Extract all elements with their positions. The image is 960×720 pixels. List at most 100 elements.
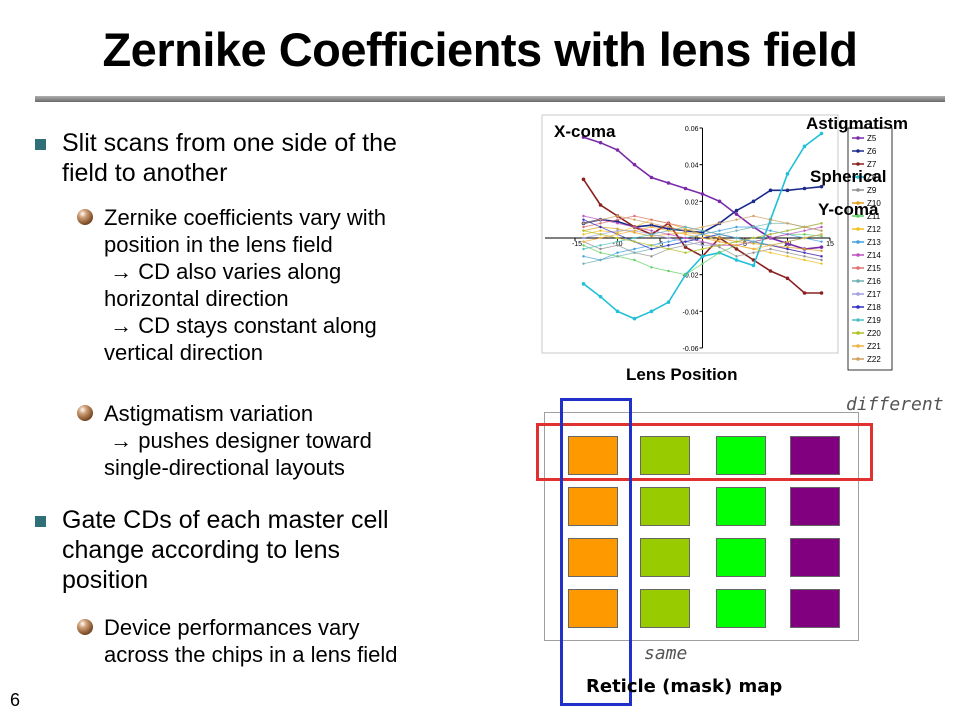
label-spherical: Spherical: [810, 167, 887, 186]
data-point: [752, 236, 755, 240]
data-point: [684, 227, 687, 231]
row-highlight-box: [536, 423, 873, 481]
data-point: [819, 184, 824, 189]
data-point: [599, 229, 602, 232]
legend-marker: [856, 318, 860, 322]
bullet-square-icon: [35, 139, 46, 150]
data-point: [819, 131, 824, 136]
data-point: [616, 236, 619, 240]
legend-marker: [856, 162, 860, 166]
data-point: [633, 247, 636, 251]
data-point: [752, 225, 755, 229]
reticle-cell: [640, 589, 690, 628]
data-point: [650, 266, 653, 269]
subbullet-line: horizontal direction: [104, 286, 289, 311]
data-point: [701, 236, 704, 240]
legend-marker: [856, 279, 860, 283]
data-point: [769, 251, 772, 254]
legend-marker: [856, 331, 860, 335]
legend-entry: Z21: [867, 342, 881, 351]
data-point: [598, 203, 603, 207]
data-point: [582, 247, 585, 251]
data-point: [582, 255, 585, 258]
reticle-map-title: Reticle (mask) map: [586, 676, 783, 697]
data-point: [632, 162, 637, 167]
data-point: [786, 251, 789, 254]
bullet-line: position: [62, 566, 149, 594]
data-point: [820, 229, 823, 232]
different-label: different: [846, 394, 944, 415]
data-point: [820, 249, 823, 253]
legend-entry: Z13: [867, 238, 881, 247]
legend-marker: [856, 188, 860, 192]
data-point: [650, 233, 653, 236]
data-point: [667, 236, 670, 240]
data-point: [684, 236, 687, 240]
data-point: [802, 186, 807, 191]
data-point: [650, 234, 653, 238]
data-point: [701, 240, 704, 243]
data-point: [701, 225, 704, 229]
data-point: [632, 316, 637, 321]
y-tick-label: 0.02: [685, 199, 699, 206]
legend-entry: Z17: [867, 290, 881, 299]
data-point: [785, 172, 790, 176]
data-point: [717, 199, 722, 204]
data-point: [718, 245, 721, 249]
data-point: [819, 245, 824, 249]
data-point: [615, 309, 620, 314]
data-point: [599, 244, 602, 247]
legend-marker: [856, 266, 860, 270]
data-point: [633, 240, 636, 243]
bullet-ball-icon: [77, 405, 93, 421]
data-point: [803, 225, 806, 229]
data-point: [582, 214, 585, 218]
data-point: [582, 218, 585, 221]
bullet-line: Gate CDs of each master cell: [62, 506, 389, 534]
data-point: [598, 294, 603, 299]
data-point: [684, 231, 687, 234]
data-point: [582, 240, 585, 243]
data-point: [735, 229, 738, 232]
legend-entry: Z6: [867, 147, 877, 156]
data-point: [616, 233, 619, 236]
reticle-cell: [640, 538, 690, 577]
data-point: [650, 225, 653, 229]
data-point: [803, 251, 806, 254]
data-point: [616, 255, 619, 258]
data-point: [735, 255, 738, 258]
legend-entry: Z7: [867, 160, 877, 169]
data-point: [633, 218, 636, 221]
legend-marker: [856, 136, 860, 140]
data-point: [820, 225, 823, 229]
data-point: [599, 247, 602, 251]
reticle-cell: [568, 589, 618, 628]
legend-entry: Z20: [867, 329, 881, 338]
data-point: [582, 244, 585, 247]
data-point: [684, 229, 687, 232]
data-point: [633, 258, 636, 262]
x-tick-label: -5: [657, 241, 663, 248]
data-point: [683, 186, 688, 191]
data-point: [769, 233, 772, 236]
data-point: [734, 258, 739, 262]
data-point: [599, 225, 602, 229]
data-point: [615, 219, 620, 224]
data-point: [616, 231, 619, 234]
subbullet-line: → pushes designer toward: [104, 428, 372, 453]
data-point: [683, 245, 688, 249]
reticle-cell: [790, 538, 840, 577]
data-point: [803, 247, 806, 251]
y-tick-label: -0.06: [683, 346, 699, 353]
data-point: [819, 291, 824, 295]
data-point: [820, 255, 823, 258]
subbullet-line: → CD also varies along: [104, 259, 342, 284]
data-point: [769, 229, 772, 232]
data-point: [599, 251, 602, 254]
data-point: [751, 199, 756, 204]
data-point: [802, 144, 807, 149]
x-tick-label: 5: [743, 241, 747, 248]
reticle-cell: [790, 589, 840, 628]
legend-marker: [856, 305, 860, 309]
data-point: [769, 236, 772, 240]
